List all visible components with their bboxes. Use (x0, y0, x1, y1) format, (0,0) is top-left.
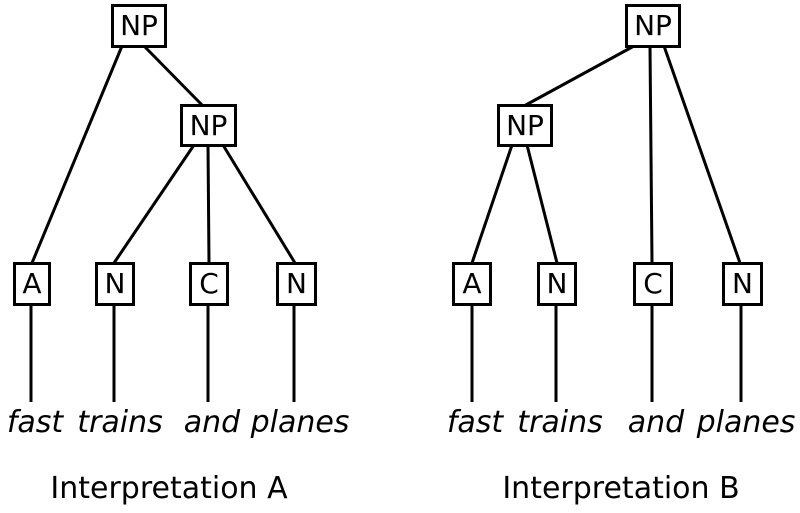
tree-a-node-inner-np: NP (180, 104, 237, 147)
tree-a-caption: Interpretation A (50, 471, 288, 506)
tree-b-node-n2: N (722, 262, 763, 306)
tree-b-node-n1: N (537, 262, 577, 306)
tree-b-node-root-np: NP (625, 4, 681, 48)
tree-b-caption: Interpretation B (502, 471, 740, 506)
tree-b-edge-np-to-a (470, 144, 514, 264)
tree-a-edge-root-to-a (30, 45, 124, 264)
tree-a-edge-np-to-c (206, 144, 211, 264)
tree-a-word-trains: trains (77, 405, 163, 440)
tree-b-word-trains: trains (517, 405, 603, 440)
tree-b-node-a: A (452, 262, 492, 306)
tree-a-node-c: C (189, 262, 229, 306)
tree-b-node-inner-np: NP (497, 104, 553, 147)
tree-b-word-and: and (627, 405, 685, 440)
tree-b-edge-root-to-np (523, 44, 635, 108)
tree-a-node-a: A (13, 262, 51, 306)
tree-b-word-planes: planes (696, 405, 796, 440)
tree-a-word-fast: fast (6, 405, 64, 440)
tree-a-edge-np-to-n2 (221, 144, 297, 264)
tree-a-node-n2: N (276, 262, 317, 306)
tree-a-edge-root-to-np (142, 44, 205, 108)
tree-b-node-c: C (633, 262, 673, 306)
tree-a-node-root-np: NP (111, 4, 167, 48)
tree-a-word-planes: planes (250, 405, 350, 440)
tree-a-edge-np-to-n1 (112, 144, 196, 264)
tree-b-edge-np-to-n1 (525, 144, 559, 264)
tree-a-node-n1: N (95, 262, 135, 306)
tree-b-edge-root-to-n2 (662, 45, 742, 264)
tree-b-edge-root-to-c (648, 45, 654, 264)
tree-a-word-and: and (183, 405, 241, 440)
tree-b-word-fast: fast (446, 405, 504, 440)
